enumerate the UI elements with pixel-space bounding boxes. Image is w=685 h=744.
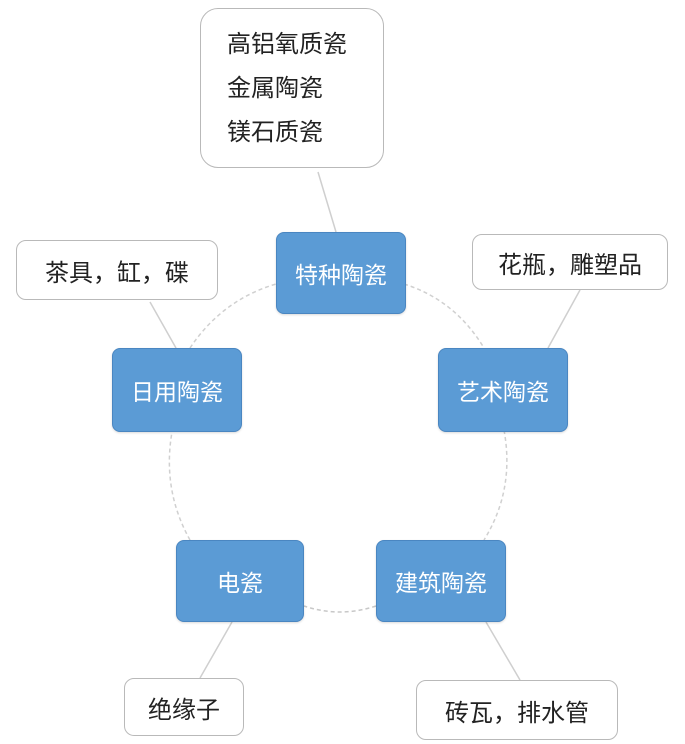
example-special-2: 金属陶瓷 <box>227 74 323 102</box>
examples-electric-note: 绝缘子 <box>124 678 244 736</box>
category-art-ceramics: 艺术陶瓷 <box>438 348 568 432</box>
examples-daily-note: 茶具，缸，碟 <box>16 240 218 300</box>
cycle-arc-special-art <box>403 283 485 349</box>
examples-construction-note: 砖瓦，排水管 <box>416 680 618 740</box>
example-special-3: 镁石质瓷 <box>227 118 323 146</box>
leader-construction <box>485 621 521 681</box>
category-electric-porcelain: 电瓷 <box>176 540 304 622</box>
leader-art <box>547 289 581 349</box>
examples-art-note: 花瓶，雕塑品 <box>472 234 668 290</box>
examples-special-note: 高铝氧质瓷 金属陶瓷 镁石质瓷 <box>200 8 384 168</box>
cycle-arc-construction-electric <box>303 605 377 613</box>
cycle-arc-electric-daily <box>168 431 191 541</box>
leader-electric <box>199 621 233 679</box>
cycle-arc-art-construction <box>483 429 508 541</box>
category-daily-ceramics: 日用陶瓷 <box>112 348 242 432</box>
leader-daily <box>149 301 177 349</box>
category-special-ceramics: 特种陶瓷 <box>276 232 406 314</box>
leader-special <box>317 171 337 233</box>
example-special-1: 高铝氧质瓷 <box>227 30 347 58</box>
category-construction-ceramics: 建筑陶瓷 <box>376 540 506 622</box>
